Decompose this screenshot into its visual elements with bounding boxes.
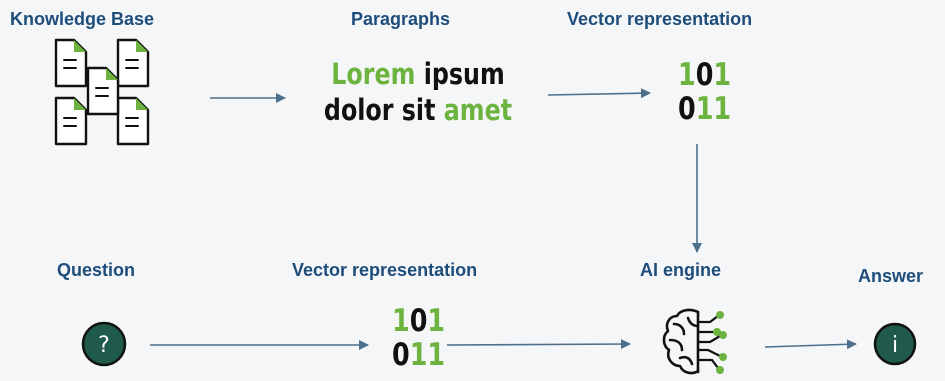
paragraphs-label: Paragraphs (351, 9, 451, 29)
info-letter: i (892, 333, 898, 358)
vector-representation-top-label: Vector representation (567, 9, 753, 29)
vector-top: 101 011 (678, 58, 731, 126)
vector-digit: 11 (695, 91, 732, 127)
paragraph-word-amet: amet (443, 93, 513, 127)
paragraph-text: Lorem ipsum dolor sit amet (320, 56, 517, 128)
answer-label: Answer (858, 266, 924, 286)
vector-digit: 0 (392, 337, 410, 373)
vector-digit: 0 (409, 303, 428, 339)
vector-digit: 11 (409, 337, 446, 373)
vector-digit: 0 (695, 57, 714, 93)
info-icon: i (873, 322, 917, 366)
arrow-vector-to-ai-engine-bottom (446, 339, 631, 350)
ai-engine-label: AI engine (640, 260, 722, 280)
vector-representation-bottom-label: Vector representation (292, 260, 478, 280)
paragraph-word-lorem: Lorem (331, 57, 416, 91)
brain-icon (662, 308, 727, 375)
arrow-paragraphs-to-vector (547, 88, 651, 99)
question-mark: ? (98, 333, 110, 358)
vector-digit: 1 (678, 57, 696, 93)
vector-digit: 0 (678, 91, 696, 127)
vector-digit: 1 (427, 303, 446, 339)
arrow-ai-engine-to-answer (764, 339, 857, 350)
documents-icon (54, 38, 150, 146)
question-label: Question (57, 260, 136, 280)
vector-bottom: 101 011 (392, 304, 445, 372)
vector-digit: 1 (713, 57, 732, 93)
paragraph-word-ipsum: ipsum (423, 57, 505, 91)
question-icon: ? (81, 321, 127, 367)
paragraph-word-dolor-sit: dolor sit (323, 93, 436, 127)
knowledge-base-label: Knowledge Base (10, 9, 155, 29)
vector-digit: 1 (392, 303, 410, 339)
